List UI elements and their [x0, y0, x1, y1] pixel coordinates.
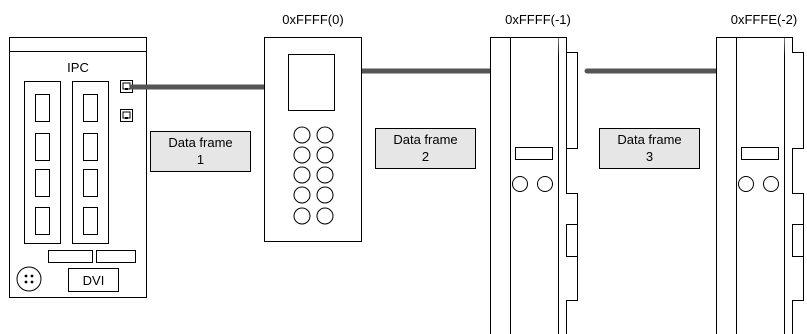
data-frame-title: Data frame [168, 135, 232, 150]
data-frame-number: 3 [646, 149, 653, 164]
ipc-slot [83, 133, 98, 161]
device-address-label: 0xFFFE(-2) [731, 12, 797, 27]
led-indicator [763, 176, 779, 192]
terminal-left-rail [490, 37, 511, 334]
terminal-device [716, 37, 804, 334]
terminal-side-slot [566, 52, 578, 149]
data-frame-number: 2 [422, 149, 429, 164]
terminal-left-rail [716, 37, 737, 334]
terminal-side-slot [792, 224, 804, 257]
data-frame-title: Data frame [617, 132, 681, 147]
data-frame-box [599, 128, 700, 169]
ipc-slot [83, 94, 98, 122]
led-indicator [537, 176, 553, 192]
led-indicator [316, 166, 334, 184]
data-frame-number: 1 [197, 152, 204, 167]
led-indicator [738, 176, 754, 192]
dvi-port [68, 268, 119, 292]
led-indicator [316, 207, 334, 225]
led-indicator [293, 207, 311, 225]
led-indicator [293, 186, 311, 204]
led-indicator [293, 146, 311, 164]
data-frame-title: Data frame [393, 132, 457, 147]
terminal-side-slot [566, 224, 578, 257]
ipc-slot [83, 169, 98, 197]
device-address-label: 0xFFFF(0) [282, 12, 343, 27]
ipc-connector [48, 250, 93, 263]
dvi-port-label: DVI [83, 273, 105, 288]
data-frame-3: Data frame 3 [599, 128, 700, 169]
terminal-label-slot [515, 147, 553, 160]
data-frame-box [375, 128, 476, 169]
ipc-device: IPC [9, 37, 147, 298]
terminal-label-slot [741, 147, 779, 160]
coupler-display [288, 54, 335, 111]
ipc-slot [35, 94, 50, 122]
ipc-slot [83, 207, 98, 235]
ipc-connector [96, 250, 136, 263]
terminal-side-profile [784, 37, 804, 334]
led-indicator [293, 126, 311, 144]
led-indicator [512, 176, 528, 192]
data-frame-1: Data frame 1 [150, 131, 251, 172]
coupler-device [264, 37, 362, 242]
data-frame-box [150, 131, 251, 172]
round-connector-icon [16, 266, 42, 292]
ipc-slot [35, 169, 50, 197]
device-address-label: 0xFFFF(-1) [505, 12, 571, 27]
led-indicator [316, 146, 334, 164]
ipc-slot [35, 133, 50, 161]
ipc-slot [35, 207, 50, 235]
ethernet-port-icon [120, 109, 133, 122]
data-frame-2: Data frame 2 [375, 128, 476, 169]
led-indicator [293, 166, 311, 184]
led-indicator [316, 126, 334, 144]
led-indicator [316, 186, 334, 204]
terminal-device [490, 37, 578, 334]
ipc-label: IPC [67, 60, 89, 75]
